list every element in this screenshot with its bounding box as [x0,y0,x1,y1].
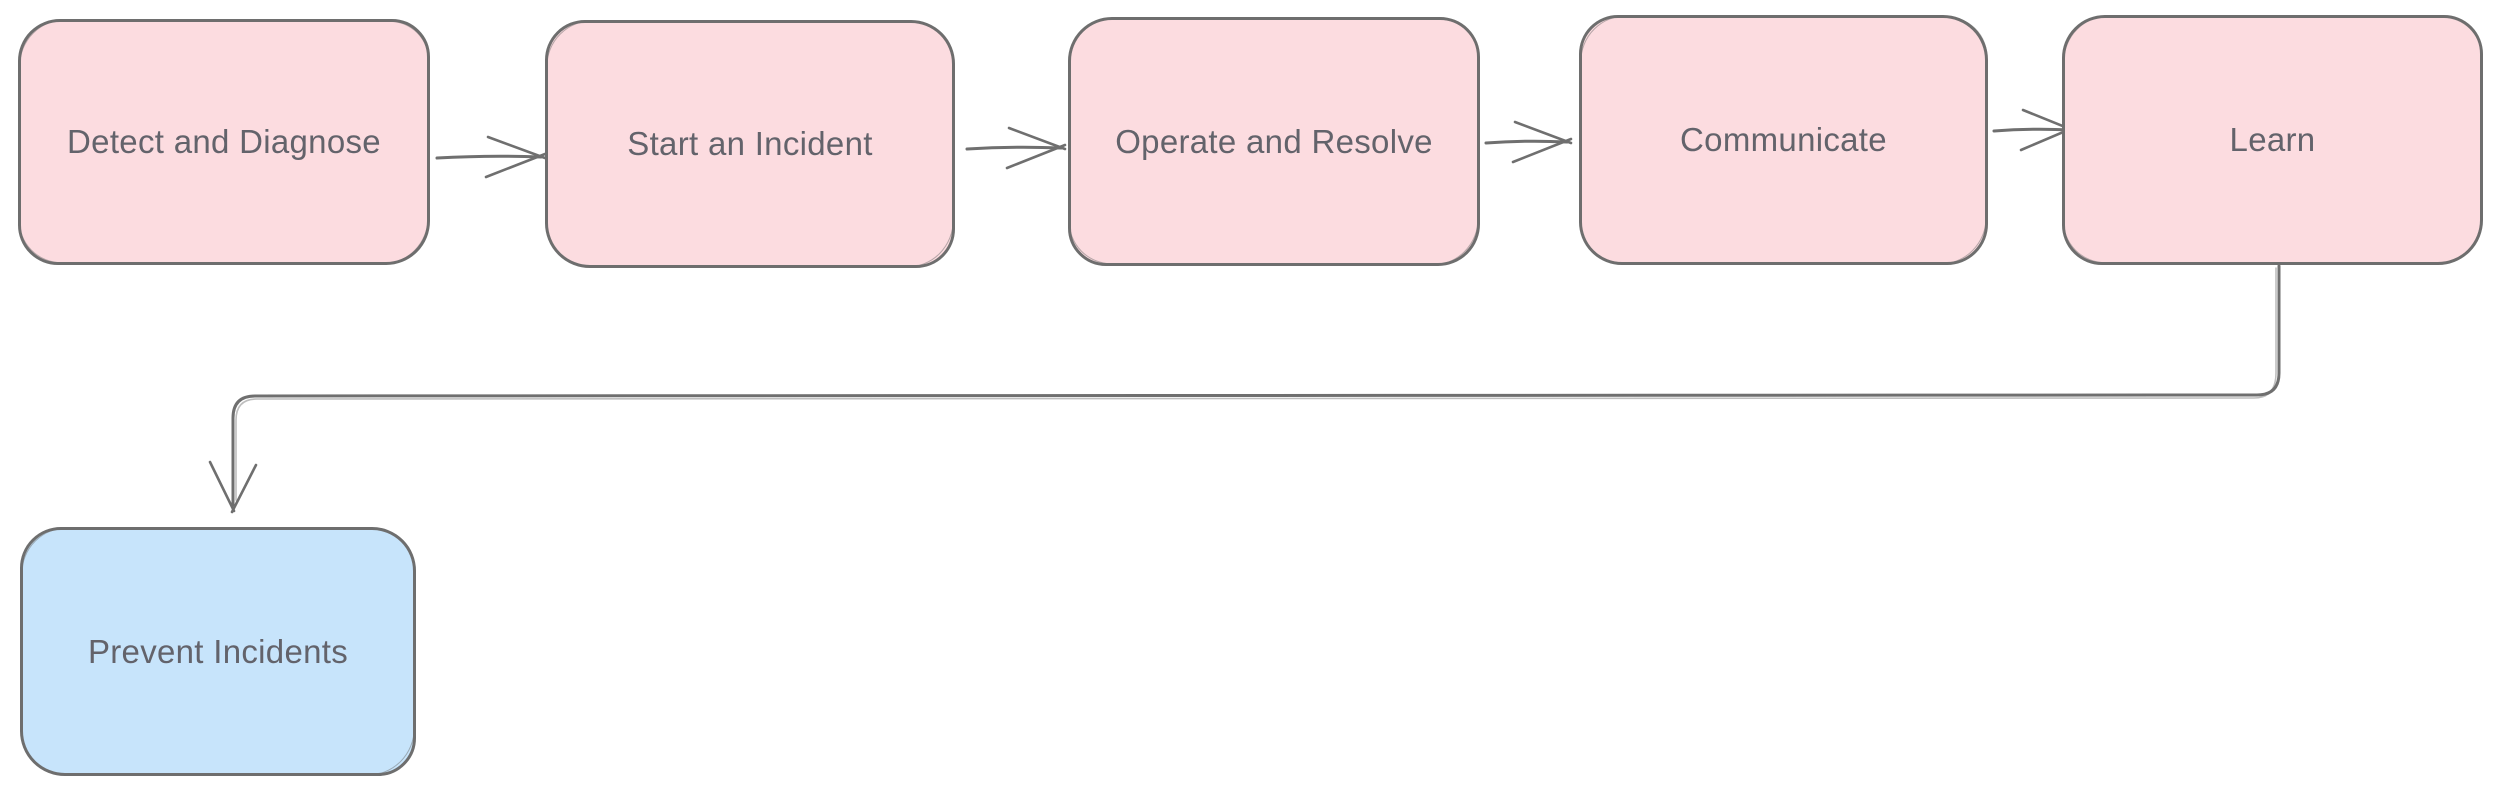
node-start-an-incident[interactable]: Start an Incident [545,20,955,268]
node-label: Start an Incident [627,125,873,162]
arrowhead-icon [208,460,236,513]
node-prevent-incidents[interactable]: Prevent Incidents [20,527,416,776]
edge-line [435,154,543,160]
edge-start-to-operate [965,126,1067,170]
edge-learn-to-prevent [208,264,2281,514]
node-label: Learn [2229,121,2316,158]
edge-operate-to-communicate [1484,120,1573,164]
node-detect-and-diagnose[interactable]: Detect and Diagnose [18,19,430,265]
node-learn[interactable]: Learn [2062,15,2483,265]
edge-line [1992,127,2073,133]
arrowhead-icon [486,135,547,160]
arrowhead-icon [484,152,547,179]
arrowhead-icon [1511,137,1573,164]
node-label: Communicate [1680,121,1887,158]
arrowhead-icon [230,463,258,514]
edge-line [1484,139,1569,145]
node-label: Operate and Resolve [1115,122,1433,160]
edge-detect-to-start [435,135,547,179]
edge-line [965,145,1063,151]
node-communicate[interactable]: Communicate [1579,15,1988,265]
node-label: Detect and Diagnose [67,123,381,160]
node-label: Prevent Incidents [87,632,349,670]
arrowhead-icon [1513,120,1573,145]
node-operate-and-resolve[interactable]: Operate and Resolve [1068,17,1480,266]
edge-line [231,264,2281,507]
arrowhead-icon [1005,143,1067,170]
edge-line-sketch-double [235,267,2277,501]
arrowhead-icon [1007,126,1067,151]
